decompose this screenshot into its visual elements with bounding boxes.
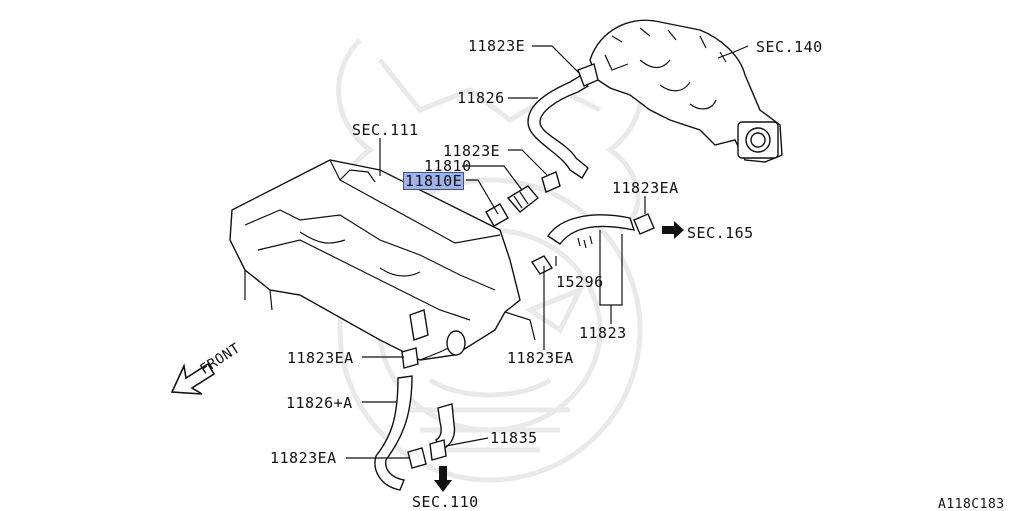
- label-11823ea-mid[interactable]: 11823EA: [507, 349, 574, 367]
- label-11810[interactable]: 11810: [424, 157, 472, 175]
- hose-11826-a: [374, 309, 429, 491]
- label-11826-a[interactable]: 11826+A: [286, 394, 353, 412]
- label-11823ea-bottom[interactable]: 11823EA: [270, 449, 337, 467]
- label-11810e-highlighted[interactable]: 11810E: [403, 172, 465, 190]
- pcv-valve-11810: [485, 185, 540, 227]
- hose-11823: [530, 213, 655, 275]
- label-sec165[interactable]: SEC.165: [687, 224, 754, 242]
- front-arrow-icon: [170, 362, 216, 395]
- intake-manifold: [589, 19, 783, 163]
- label-11826[interactable]: 11826: [457, 89, 505, 107]
- label-11835[interactable]: 11835: [490, 429, 538, 447]
- label-15296[interactable]: 15296: [556, 273, 604, 291]
- label-11823ea-right[interactable]: 11823EA: [612, 179, 679, 197]
- cylinder-head: [229, 159, 536, 361]
- leader-lines: [346, 45, 749, 459]
- label-sec110[interactable]: SEC.110: [412, 493, 479, 511]
- label-sec140[interactable]: SEC.140: [756, 38, 823, 56]
- hose-11826: [527, 63, 599, 193]
- label-11823e-top[interactable]: 11823E: [468, 37, 526, 55]
- label-11823e-mid[interactable]: 11823E: [443, 142, 501, 160]
- arrow-sec110-icon: [434, 466, 452, 492]
- label-11823[interactable]: 11823: [579, 324, 627, 342]
- diagram-code: A118C183: [938, 497, 1005, 511]
- arrow-sec165-icon: [662, 221, 684, 239]
- label-11823ea-left[interactable]: 11823EA: [287, 349, 354, 367]
- hose-11835: [429, 403, 456, 461]
- label-sec111[interactable]: SEC.111: [352, 121, 419, 139]
